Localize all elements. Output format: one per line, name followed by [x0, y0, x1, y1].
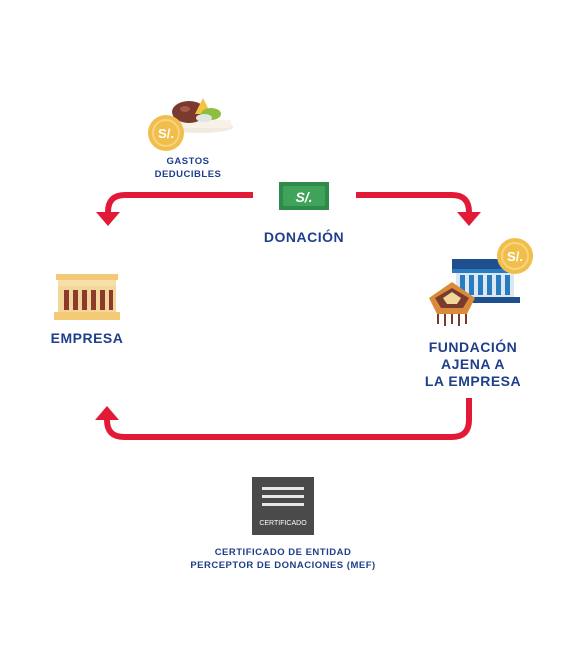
certificado-label: CERTIFICADO DE ENTIDAD PERCEPTOR DE DONA…	[172, 546, 394, 572]
certificate-document-icon: CERTIFICADO	[252, 477, 314, 535]
certificado-line2: PERCEPTOR DE DONACIONES (MEF)	[190, 560, 376, 571]
coin-icon: S/.	[497, 238, 533, 274]
bill-symbol: S/.	[295, 189, 312, 205]
fundacion-line2: AJENA A	[441, 356, 505, 372]
gastos-line2: DEDUCIBLES	[154, 169, 222, 180]
coin-symbol: S/.	[158, 126, 174, 141]
poncho-icon	[429, 282, 475, 326]
money-bill-icon: S/.	[279, 182, 329, 210]
coin-icon: S/.	[148, 115, 184, 151]
fundacion-line3: LA EMPRESA	[424, 373, 522, 389]
certificado-line1: CERTIFICADO DE ENTIDAD	[214, 547, 352, 558]
food-plate-icon	[165, 98, 233, 133]
gastos-line1: GASTOS	[166, 156, 210, 167]
company-building-icon	[54, 274, 120, 320]
donacion-label: DONACIÓN	[263, 229, 345, 245]
empresa-label: EMPRESA	[50, 330, 124, 346]
gastos-deducibles-label: GASTOS DEDUCIBLES	[138, 155, 238, 181]
arrow-donation-to-fundacion	[356, 192, 481, 226]
arrow-certificado-to-empresa	[95, 398, 472, 440]
coin-symbol: S/.	[507, 249, 523, 264]
certificate-doc-label: CERTIFICADO	[259, 520, 307, 527]
fundacion-label: FUNDACIÓN AJENA A LA EMPRESA	[412, 339, 534, 390]
fundacion-line1: FUNDACIÓN	[428, 339, 518, 355]
museum-building-icon	[452, 259, 520, 303]
arrow-donation-to-empresa	[96, 192, 253, 226]
